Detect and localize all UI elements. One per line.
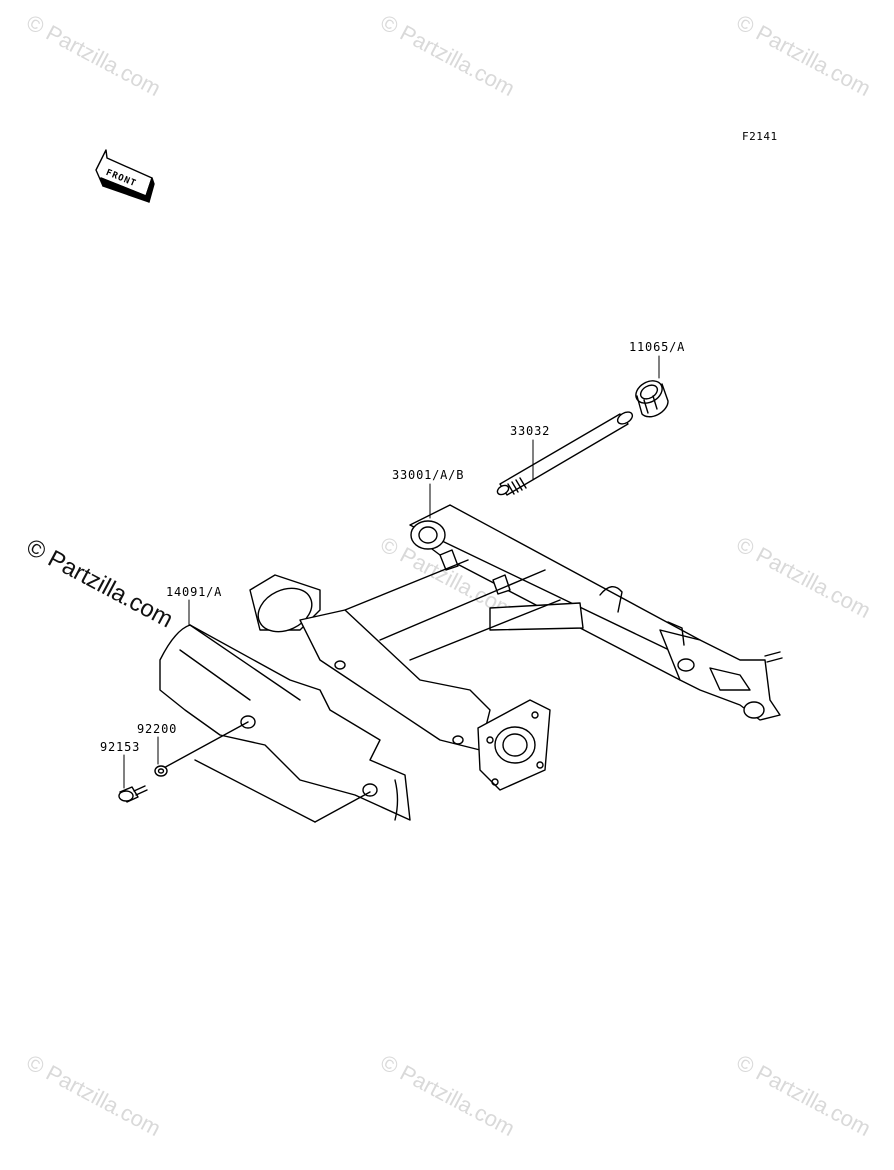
part-label-92153: 92153 (100, 740, 141, 754)
leader-lines (123, 355, 660, 789)
part-label-11065: 11065/A (629, 340, 686, 354)
bushing-part (635, 380, 669, 418)
part-label-33001: 33001/A/B (392, 468, 465, 482)
figure-code: F2141 (742, 130, 778, 143)
washer-part (154, 765, 168, 777)
part-label-14091: 14091/A (166, 585, 223, 599)
part-label-92200: 92200 (137, 722, 178, 736)
drive-tube-part (249, 559, 561, 791)
bolt-part (118, 785, 148, 803)
swingarm-part (409, 504, 783, 721)
pivot-shaft-part (496, 411, 634, 496)
cover-part (159, 624, 411, 821)
part-label-33032: 33032 (510, 424, 551, 438)
guide-lines (159, 721, 371, 823)
front-arrow-icon (95, 149, 155, 203)
